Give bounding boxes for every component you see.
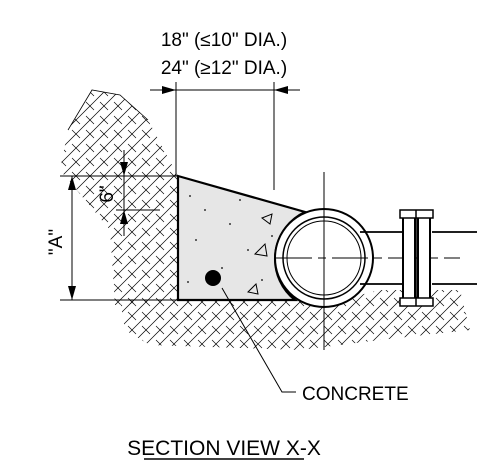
pipe: [274, 172, 477, 350]
section-title: SECTION VIEW X-X: [127, 437, 321, 460]
concrete-callout: CONCRETE: [302, 384, 409, 405]
reinforcement-bar: [205, 270, 221, 286]
width-dimension-label-1: 18" (≤10" DIA.): [161, 30, 287, 51]
width-dimension: [150, 82, 300, 190]
width-dimension-label-2: 24" (≥12" DIA.): [161, 58, 287, 79]
concrete-leader: [221, 287, 296, 393]
flange-joint: [399, 209, 434, 307]
top-offset-label: 6": [97, 185, 118, 202]
height-dimension-label: "A": [46, 229, 67, 255]
height-dimension: [60, 175, 178, 301]
